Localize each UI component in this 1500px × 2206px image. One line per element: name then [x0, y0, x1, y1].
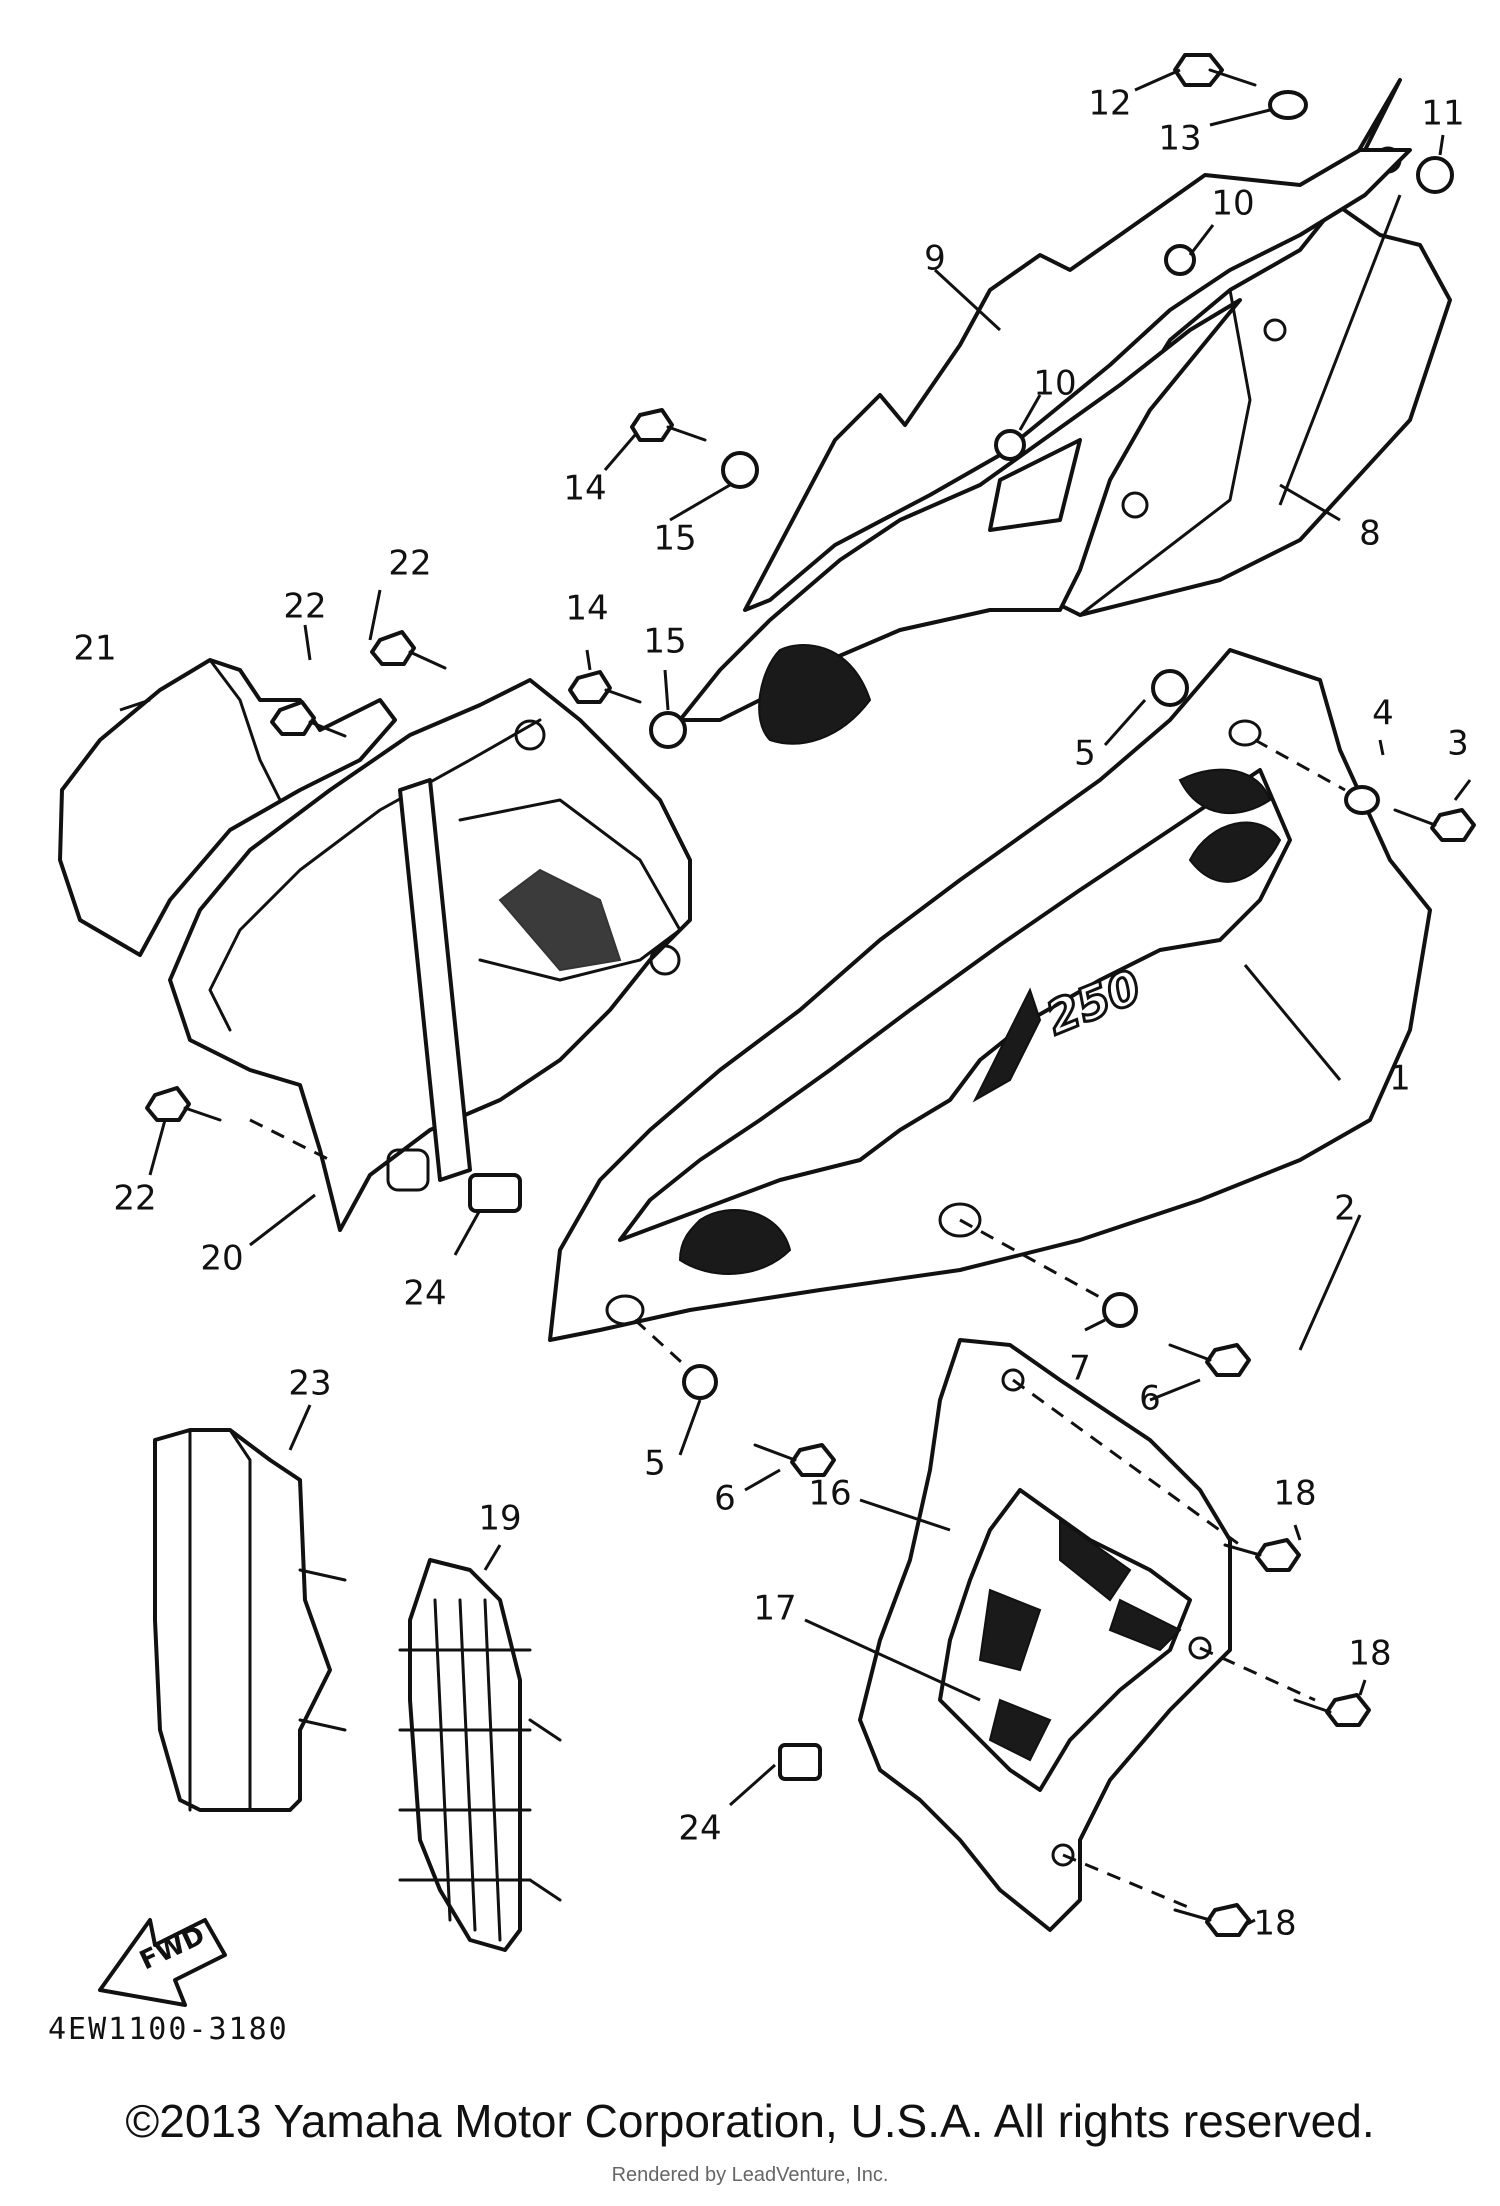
callout-6-right: 6: [1139, 1379, 1161, 1419]
callout-22-left: 22: [283, 587, 326, 627]
callout-19: 19: [478, 1499, 521, 1539]
callout-22-right: 22: [388, 544, 431, 584]
fwd-arrow-icon: FWD: [98, 1918, 227, 2007]
callout-11: 11: [1421, 94, 1464, 134]
callout-24-lower: 24: [678, 1809, 721, 1849]
callout-12: 12: [1088, 84, 1131, 124]
callout-20: 20: [200, 1239, 243, 1279]
callout-8: 8: [1359, 514, 1381, 554]
side-panel-decal: 250: [618, 768, 1292, 1275]
callout-5-lower: 5: [644, 1444, 666, 1484]
callout-15-upper: 15: [653, 519, 696, 559]
callout-3: 3: [1447, 724, 1469, 764]
callout-14-lower: 14: [565, 589, 608, 629]
side-cover-decal-upper: [678, 148, 1412, 745]
copyright-notice: ©2013 Yamaha Motor Corporation, U.S.A. A…: [125, 2095, 1375, 2147]
radiator-shroud-left: [168, 678, 692, 1232]
callout-4: 4: [1372, 694, 1394, 734]
callout-1: 1: [1389, 1059, 1411, 1099]
callout-10-upper: 10: [1211, 184, 1254, 224]
callout-24-upper: 24: [403, 1274, 446, 1314]
radiator-louver-19: [398, 1558, 562, 1952]
fasteners: [145, 53, 1476, 1937]
callout-5-upper: 5: [1074, 734, 1096, 774]
callout-21: 21: [73, 629, 116, 669]
callout-17: 17: [753, 1589, 796, 1629]
side-cover-upper: [1048, 78, 1452, 617]
callout-labels: 1 2 3 4 5 5 6 6 7 8 9 10 10 11 12 13 14 …: [73, 84, 1468, 1944]
callout-18-bottom: 18: [1253, 1904, 1296, 1944]
watermark-text: Rendered by LeadVenture, Inc.: [611, 2164, 889, 2186]
diagram-code: 4EW1100-3180: [48, 2012, 289, 2047]
callout-23: 23: [288, 1364, 331, 1404]
callout-10-lower: 10: [1033, 364, 1076, 404]
callout-6-left: 6: [714, 1479, 736, 1519]
leader-lines: [119, 68, 1472, 1927]
lower-cover-decal: [938, 1488, 1192, 1792]
radiator-guard-23: [153, 1428, 347, 1812]
assembly-lines: [249, 738, 1346, 1912]
callout-13: 13: [1158, 119, 1201, 159]
callout-14-upper: 14: [563, 469, 606, 509]
callout-18-top: 18: [1273, 1474, 1316, 1514]
callout-15-lower: 15: [643, 622, 686, 662]
callout-7: 7: [1069, 1349, 1091, 1389]
callout-2: 2: [1334, 1189, 1356, 1229]
callout-9: 9: [924, 239, 946, 279]
callout-16: 16: [808, 1474, 851, 1514]
callout-22-bottom: 22: [113, 1179, 156, 1219]
callout-18-middle: 18: [1348, 1634, 1391, 1674]
shroud-decal-left: [58, 658, 397, 957]
